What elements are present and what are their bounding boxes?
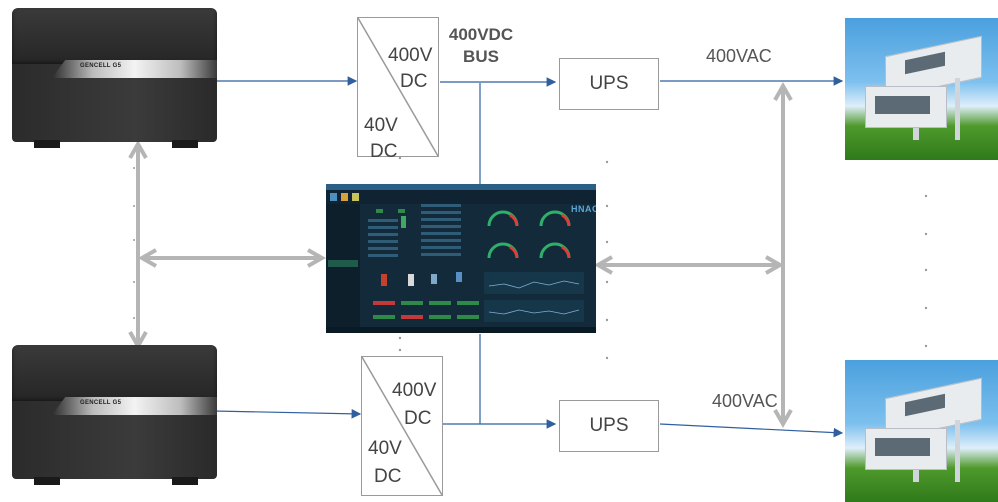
- converter-output-type: DC: [400, 71, 428, 92]
- gauge-2: [539, 210, 571, 227]
- dc-bus-text: BUS: [463, 47, 499, 67]
- gauge-1: [487, 210, 519, 227]
- ups2-to-house2-arrow: [659, 423, 844, 438]
- gauge-4: [539, 242, 571, 259]
- battery2-to-converter2-arrow: [213, 409, 362, 419]
- converter-input-voltage: 40V: [368, 438, 402, 459]
- battery-unit-top: GENCELL G5: [12, 8, 217, 148]
- trend-chart-1: [488, 280, 580, 289]
- battery-unit-bottom: GENCELL G5: [12, 345, 217, 485]
- screen-logo: HNAC: [571, 204, 596, 214]
- screen-sidebar: [326, 204, 360, 328]
- converter-output-voltage: 400V: [388, 45, 433, 66]
- right-vertical-double-arrow: [773, 81, 793, 429]
- converter-input-type: DC: [374, 466, 402, 487]
- screen-title-bar: [326, 184, 596, 190]
- battery-brand-label: GENCELL G5: [80, 63, 122, 69]
- dc-bus-voltage: 400VDC: [448, 25, 514, 44]
- converter-input-voltage: 40V: [364, 115, 398, 136]
- converter-input-type: DC: [370, 141, 398, 162]
- ac-output-label-bottom: 400VAC: [712, 391, 778, 411]
- dc-dc-converter-bottom: 400V DC 40V DC: [361, 356, 443, 496]
- trend-chart-2: [488, 309, 580, 315]
- ups-box-top: UPS: [559, 58, 659, 110]
- battery-brand-label: GENCELL G5: [80, 400, 122, 406]
- screen-status-bar: [326, 327, 596, 333]
- gauge-3: [487, 242, 519, 259]
- screen-toolbar: [326, 190, 596, 204]
- ac-output-label-top: 400VAC: [706, 46, 772, 66]
- left-vertical-double-arrow: [128, 139, 148, 351]
- dc-dc-converter-top: 400V DC 40V DC: [357, 17, 439, 161]
- house-image-top: [845, 18, 998, 160]
- left-horizontal-double-arrow: [137, 248, 327, 268]
- converter-output-voltage: 400V: [392, 380, 437, 401]
- right-horizontal-double-arrow: [593, 255, 785, 275]
- house-image-bottom: [845, 360, 998, 502]
- double-arrows: [128, 81, 793, 429]
- ups-box-bottom: UPS: [559, 400, 659, 452]
- converter-output-type: DC: [404, 408, 432, 429]
- monitoring-software-screenshot: HNAC: [326, 184, 596, 333]
- dc-bus-label: 400VDC BUS: [444, 24, 518, 68]
- ellipsis-dots: [133, 156, 928, 360]
